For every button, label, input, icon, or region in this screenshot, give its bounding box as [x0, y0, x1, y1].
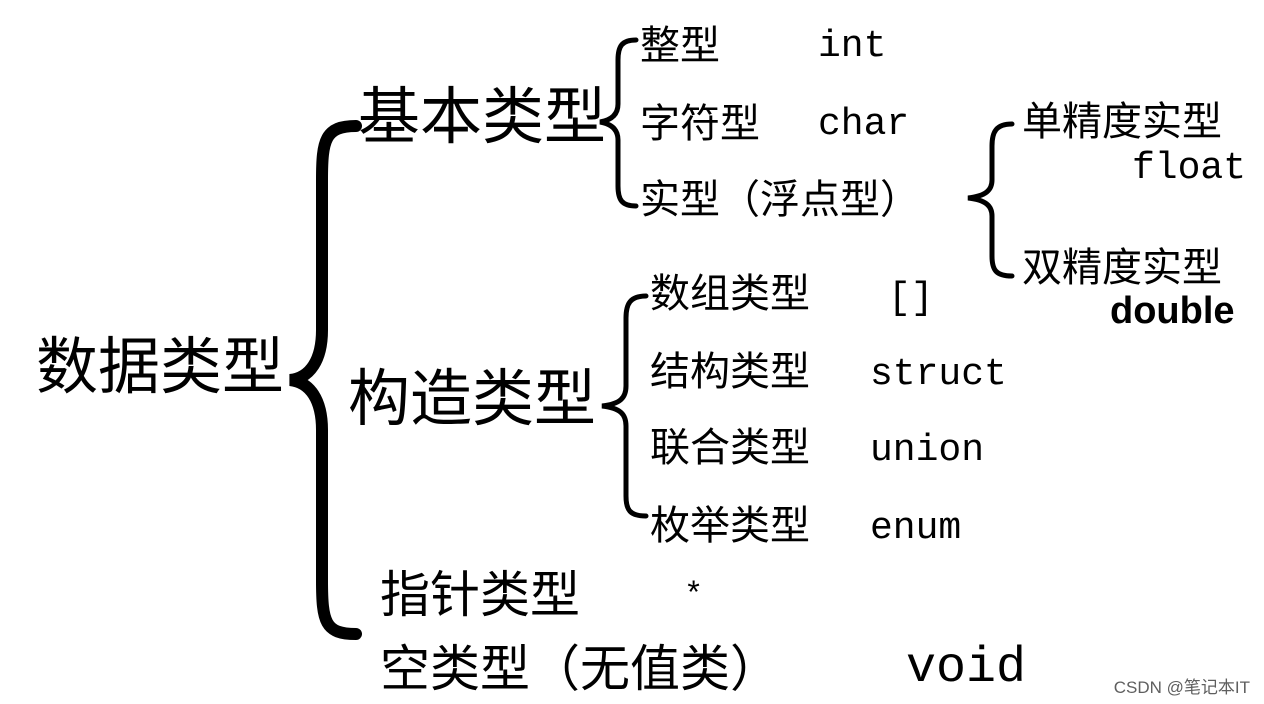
- double-keyword: double: [1110, 290, 1235, 332]
- pointer-type-label: 指针类型: [380, 566, 580, 624]
- basic-types-label: 基本类型: [358, 80, 607, 153]
- void-keyword: void: [906, 640, 1027, 697]
- root-label: 数据类型: [36, 330, 285, 403]
- enum-keyword: enum: [870, 507, 962, 550]
- float-brace: [967, 121, 1015, 279]
- real-type-label: 实型（浮点型）: [640, 177, 920, 223]
- union-type-label: 联合类型: [650, 425, 810, 471]
- array-type-label: 数组类型: [650, 271, 810, 317]
- int-keyword: int: [818, 25, 887, 68]
- constructed-brace: [601, 293, 649, 519]
- pointer-keyword: *: [684, 577, 704, 614]
- watermark-text: CSDN @笔记本IT: [1113, 678, 1250, 697]
- char-type-label: 字符型: [640, 101, 760, 147]
- double-precision-label: 双精度实型: [1022, 245, 1222, 291]
- array-keyword: []: [888, 277, 934, 320]
- int-type-label: 整型: [640, 23, 720, 69]
- struct-type-label: 结构类型: [650, 349, 810, 395]
- single-precision-label: 单精度实型: [1022, 99, 1222, 145]
- enum-type-label: 枚举类型: [650, 503, 810, 549]
- void-type-label: 空类型（无值类）: [380, 640, 780, 698]
- constructed-types-label: 构造类型: [348, 362, 597, 435]
- float-keyword: float: [1132, 147, 1247, 190]
- struct-keyword: struct: [870, 353, 1007, 396]
- root-brace: [288, 120, 362, 640]
- union-keyword: union: [870, 429, 985, 472]
- char-keyword: char: [818, 103, 910, 146]
- basic-brace: [599, 37, 639, 209]
